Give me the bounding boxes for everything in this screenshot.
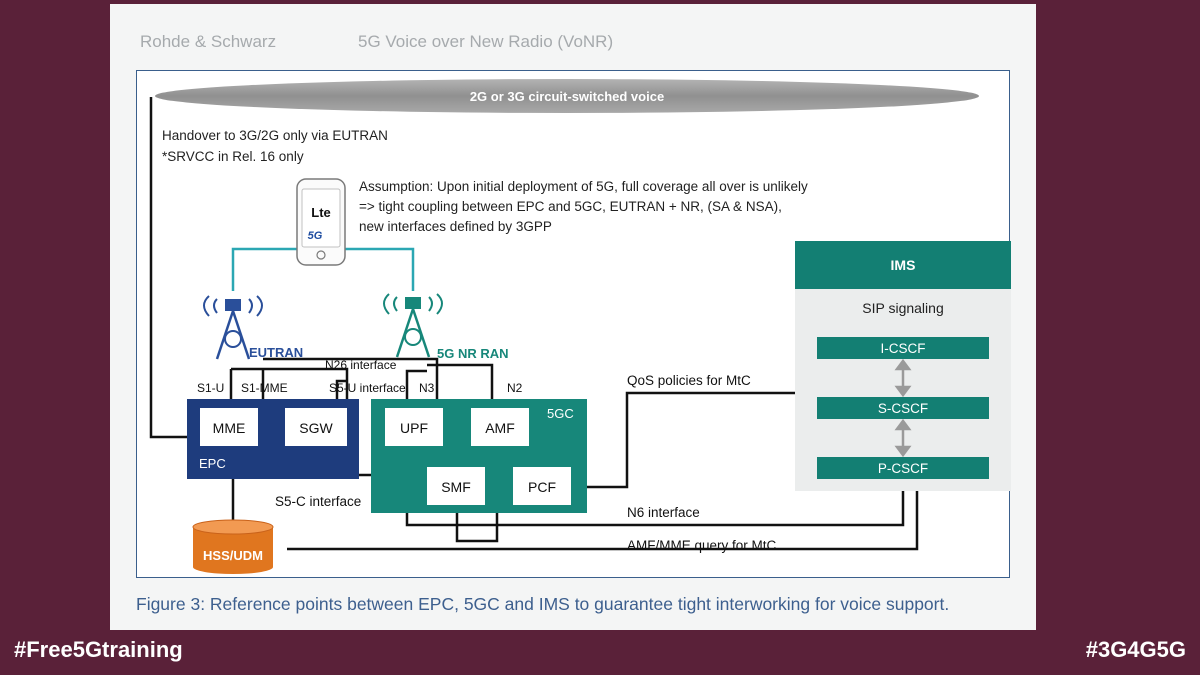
ue-phone: Lte 5G	[296, 178, 346, 266]
n2-label: N2	[507, 381, 523, 395]
radio-links	[231, 247, 415, 291]
diagram-frame: 2G or 3G circuit-switched voice	[136, 70, 1011, 578]
hashtag-right: #3G4G5G	[1085, 637, 1186, 662]
pcf-label: PCF	[528, 479, 556, 495]
nr-tower-icon	[383, 293, 443, 358]
amf-query-label: AMF/MME query for MtC	[627, 538, 777, 553]
slide-title: 5G Voice over New Radio (VoNR)	[358, 32, 614, 51]
icscf-node	[817, 337, 989, 359]
nr-ran-label: 5G NR RAN	[437, 346, 509, 361]
s5u-label: S5-U interface	[329, 381, 406, 395]
reference-points-diagram: 2G or 3G circuit-switched voice	[149, 79, 1011, 574]
pcscf-label: P-CSCF	[878, 461, 928, 476]
ims-subtitle: SIP signaling	[862, 300, 943, 316]
icscf-label: I-CSCF	[881, 341, 926, 356]
cs-voice-ellipse	[155, 79, 979, 113]
hashtag-left: #Free5Gtraining	[14, 637, 183, 662]
eutran-tower-icon	[203, 295, 263, 360]
cscf-arrows	[894, 358, 912, 458]
n6-label: N6 interface	[627, 505, 700, 520]
brand-header: Rohde & Schwarz	[140, 32, 277, 51]
figure-caption: Figure 3: Reference points between EPC, …	[136, 594, 950, 614]
fivegc-label: 5GC	[547, 406, 574, 421]
cs-voice-label: 2G or 3G circuit-switched voice	[470, 89, 664, 104]
slide: Rohde & Schwarz 5G Voice over New Radio …	[110, 4, 1036, 630]
home-button-icon	[316, 250, 326, 260]
hss-udm-database-icon	[192, 519, 274, 574]
n26-label: N26 interface	[325, 358, 397, 372]
fiveg-logo: 5G	[308, 230, 323, 242]
amf-label: AMF	[485, 420, 515, 436]
sgw-node	[285, 408, 347, 446]
smf-label: SMF	[441, 479, 471, 495]
s1mme-label: S1-MME	[241, 381, 288, 395]
lte-logo: Lte	[311, 205, 331, 220]
scscf-label: S-CSCF	[878, 401, 928, 416]
qos-label: QoS policies for MtC	[627, 373, 751, 388]
upf-node	[385, 408, 443, 446]
hss-udm-label: HSS/UDM	[203, 548, 263, 563]
amf-node	[471, 408, 529, 446]
ims-title: IMS	[891, 257, 916, 273]
handover-note: Handover to 3G/2G only via EUTRAN *SRVCC…	[162, 128, 392, 164]
mme-node	[200, 408, 258, 446]
pcscf-node	[817, 457, 989, 479]
mme-label: MME	[213, 420, 246, 436]
sgw-label: SGW	[299, 420, 333, 436]
s5c-label: S5-C interface	[275, 494, 361, 509]
upf-label: UPF	[400, 420, 428, 436]
epc-label: EPC	[199, 456, 226, 471]
ims-header	[795, 241, 1011, 289]
smf-node	[427, 467, 485, 505]
scscf-node	[817, 397, 989, 419]
s1u-label: S1-U	[197, 381, 224, 395]
eutran-label: EUTRAN	[249, 345, 303, 360]
pcf-node	[513, 467, 571, 505]
n3-label: N3	[419, 381, 435, 395]
assumption-note: Assumption: Upon initial deployment of 5…	[359, 179, 812, 234]
